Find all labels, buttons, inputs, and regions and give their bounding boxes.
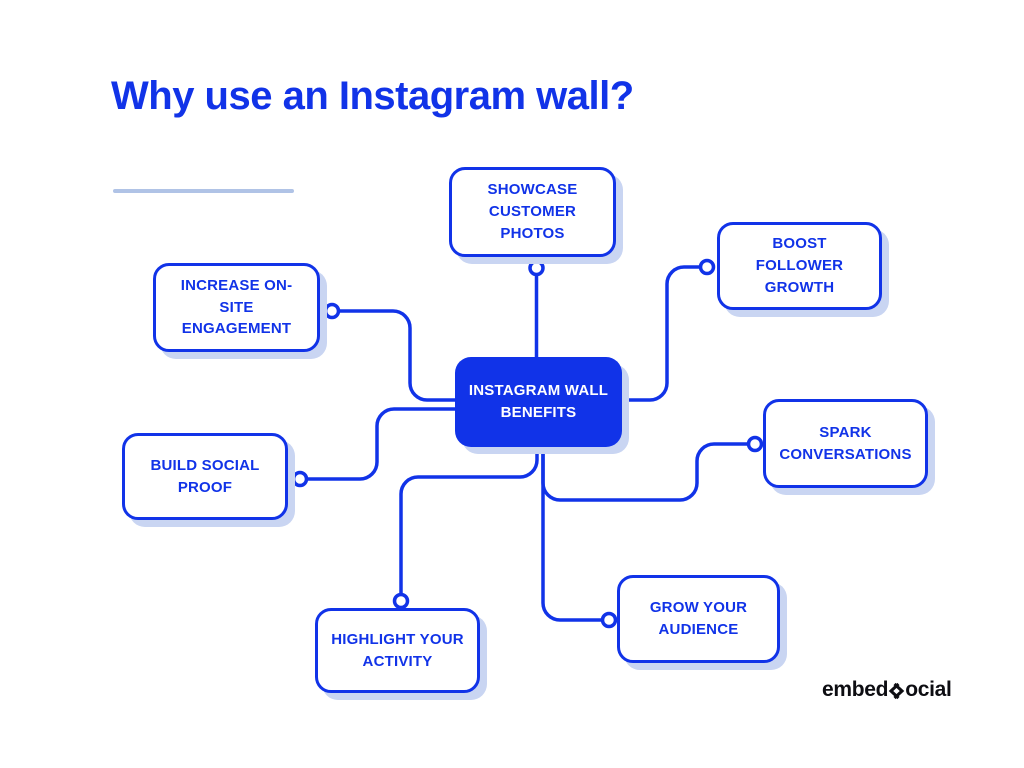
page-title: Why use an Instagram wall? [111,74,634,118]
connector-increase [337,309,457,402]
node-instagram-wall-benefits: INSTAGRAM WALL BENEFITS [455,357,622,447]
connector-highlight [399,445,539,596]
node-grow-your-audience: GROW YOUR AUDIENCE [617,575,780,663]
logo-text-suffix: ocial [905,678,952,701]
logo-text-prefix: embed [822,678,889,701]
connector-dot-showcase [528,259,545,277]
connector-dot-highlight [392,592,410,610]
title-underline-divider [113,189,294,193]
connector-dot-build [291,470,309,488]
connector-dot-increase [323,302,341,320]
node-increase-onsite-engagement: INCREASE ON- SITE ENGAGEMENT [153,263,320,352]
node-spark-conversations: SPARK CONVERSATIONS [763,399,928,488]
connector-spark [541,442,750,502]
node-boost-follower-growth: BOOST FOLLOWER GROWTH [717,222,882,310]
connector-dot-boost [698,258,716,276]
connector-grow [541,445,604,622]
node-highlight-your-activity: HIGHLIGHT YOUR ACTIVITY [315,608,480,693]
node-showcase-customer-photos: SHOWCASE CUSTOMER PHOTOS [449,167,616,257]
interlocked-angle-brackets-icon [888,682,905,699]
connector-boost [620,265,702,402]
embedsocial-logo: embed ocial [822,677,952,703]
connector-build [305,407,457,481]
connector-dot-grow [600,611,618,629]
node-build-social-proof: BUILD SOCIAL PROOF [122,433,288,520]
connector-dot-spark [746,435,764,453]
